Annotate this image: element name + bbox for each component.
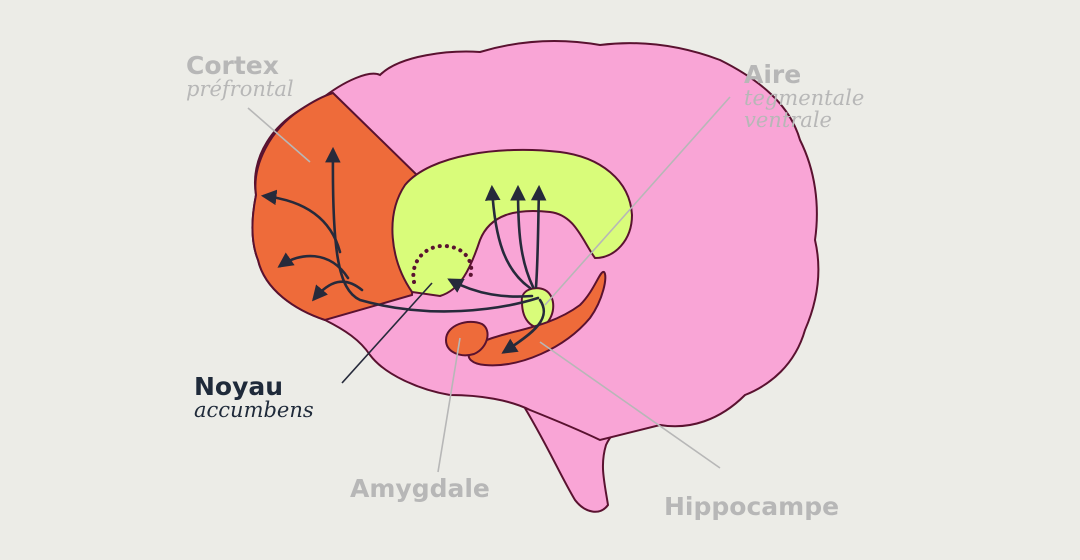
label-aire-tegmentale-ventrale: Aire tegmentale ventrale xyxy=(744,62,864,131)
pathway-cortex-branch-2 xyxy=(277,252,350,280)
label-amygdale: Amygdale xyxy=(350,476,490,501)
nucleus-accumbens-outline xyxy=(411,243,474,284)
pathway-up-2 xyxy=(510,184,535,289)
leader-aire xyxy=(544,96,731,306)
label-hippocampe-title: Hippocampe xyxy=(664,492,840,521)
label-cortex-title: Cortex xyxy=(186,51,279,80)
leader-lines xyxy=(247,96,731,473)
pathway-mesocortical xyxy=(325,146,540,313)
pathway-to-accumbens xyxy=(447,278,534,298)
label-aire-title: Aire xyxy=(744,60,802,89)
leader-hippocampe xyxy=(539,341,721,469)
leader-cortex xyxy=(247,107,311,163)
dopamine-pathways xyxy=(260,146,547,354)
leader-amygdale xyxy=(437,337,461,473)
label-aire-line2: tegmentale xyxy=(744,86,865,110)
ventral-tegmental-area xyxy=(520,287,555,329)
brain-outline xyxy=(251,40,820,442)
pathway-to-hippocampus xyxy=(501,298,546,354)
limbic-region xyxy=(391,148,634,298)
pathway-cortex-branch-3 xyxy=(311,280,364,302)
pathway-cortex-branch-1 xyxy=(260,189,342,254)
pathway-up-1 xyxy=(484,184,532,290)
label-aire-line3: ventrale xyxy=(744,108,832,132)
leader-noyau xyxy=(341,282,433,384)
label-noyau-subtitle: accumbens xyxy=(194,398,314,422)
label-noyau-accumbens: Noyau accumbens xyxy=(194,374,314,421)
label-cortex-subtitle: préfrontal xyxy=(186,77,294,101)
amygdala-region xyxy=(444,320,489,357)
label-hippocampe: Hippocampe xyxy=(664,494,839,519)
pathway-up-3 xyxy=(530,184,547,289)
label-cortex-prefrontal: Cortex préfrontal xyxy=(186,53,294,100)
label-amygdale-title: Amygdale xyxy=(350,474,490,503)
label-noyau-title: Noyau xyxy=(194,372,284,401)
